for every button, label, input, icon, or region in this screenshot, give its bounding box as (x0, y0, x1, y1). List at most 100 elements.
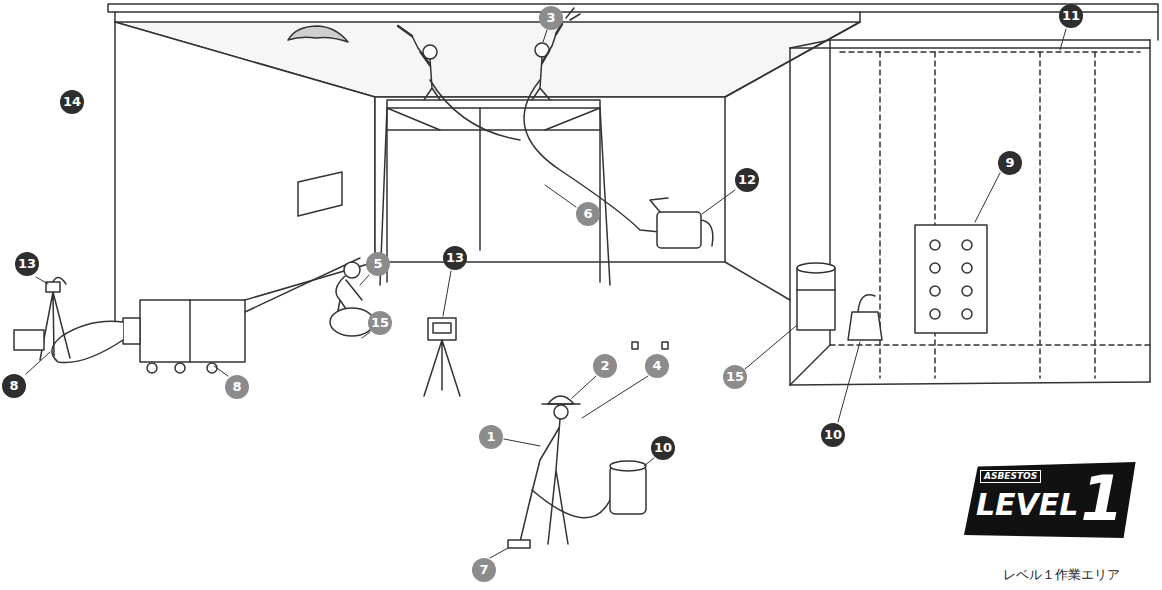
badge-small-text: ASBESTOS (980, 470, 1041, 483)
enclosure (962, 286, 972, 296)
vacuum-worker (532, 490, 610, 518)
leader-lines (582, 376, 648, 418)
hepa-vacuum-machine (650, 198, 713, 248)
leader-lines (543, 30, 547, 42)
callout-number: 6 (576, 202, 600, 226)
area-caption: レベル１作業エリア (1003, 566, 1120, 584)
leader-lines (545, 185, 576, 207)
leader-lines (362, 332, 370, 338)
enclosure (1039, 52, 1041, 378)
enclosure (962, 309, 972, 319)
enclosure (830, 39, 1150, 41)
vacuum-worker (530, 428, 559, 500)
leader-lines (572, 376, 596, 398)
enclosure (790, 40, 830, 48)
callout-number: 8 (225, 375, 249, 399)
air-machine (123, 318, 140, 344)
enclosure (830, 344, 1150, 346)
callout-number: 15 (368, 311, 392, 335)
room (375, 97, 725, 262)
room (725, 22, 860, 97)
ceiling-workers (430, 80, 520, 140)
enclosure (930, 263, 940, 273)
badge-text: 1 (1080, 468, 1123, 530)
enclosure (930, 240, 940, 250)
enclosure (797, 289, 835, 291)
room (108, 4, 1158, 338)
enclosure (790, 40, 1150, 385)
vacuum-worker (508, 396, 646, 548)
floor-marks (662, 342, 668, 349)
leader-lines (838, 342, 860, 422)
ceiling-workers (412, 36, 430, 66)
enclosure (790, 382, 1150, 385)
air-machine (140, 300, 245, 362)
callout-number: 13 (15, 252, 39, 276)
ceiling-workers (532, 57, 550, 100)
air-machine (189, 300, 191, 362)
vacuum-worker (610, 461, 646, 471)
air-machine (175, 363, 185, 373)
room (115, 22, 375, 338)
scaffold (387, 108, 440, 130)
leader-lines (26, 352, 50, 374)
room (725, 262, 790, 300)
scaffold (387, 100, 600, 108)
badge-shape (964, 462, 1136, 538)
callout-number: 15 (723, 365, 747, 389)
hepa-vacuum-machine (701, 220, 713, 246)
ceiling-workers (566, 8, 580, 20)
floor-marks (632, 342, 668, 349)
leader-lines (975, 173, 1000, 222)
callout-number: 12 (735, 168, 759, 192)
callout-number: 3 (539, 6, 563, 30)
leader-lines (1060, 29, 1066, 50)
scaffold (380, 100, 610, 285)
callout-number: 4 (645, 354, 669, 378)
callout-number: 8 (2, 374, 26, 398)
callout-number: 2 (593, 354, 617, 378)
enclosure (858, 295, 875, 312)
room (114, 12, 116, 22)
enclosure (1149, 40, 1151, 382)
vacuum-worker (610, 466, 646, 514)
enclosure (790, 345, 830, 385)
monitors (433, 323, 451, 333)
room (298, 172, 342, 216)
enclosure (962, 240, 972, 250)
enclosure (930, 309, 940, 319)
leader-lines (745, 326, 796, 369)
monitors (428, 318, 456, 340)
enclosure (848, 312, 882, 340)
enclosure (790, 47, 1150, 49)
scaffold (600, 108, 610, 285)
ceiling-workers (524, 80, 660, 232)
vacuum-worker (548, 396, 574, 404)
callout-number: 11 (1059, 4, 1083, 28)
room (859, 12, 861, 22)
leader-lines (504, 439, 540, 446)
leader-lines (443, 271, 451, 316)
enclosure (797, 268, 835, 330)
enclosure (797, 263, 835, 273)
room (108, 4, 1158, 12)
callout-number: 10 (651, 436, 675, 460)
room (1157, 12, 1159, 40)
enclosure (962, 263, 972, 273)
floor-marks (632, 342, 638, 349)
ceiling-workers (398, 8, 660, 232)
callout-number: 1 (479, 425, 503, 449)
air-machine (52, 258, 360, 373)
monitors (424, 340, 460, 396)
ceiling-workers (424, 59, 440, 100)
bagging-worker (344, 262, 360, 278)
callout-number: 13 (443, 246, 467, 270)
callout-number: 10 (821, 423, 845, 447)
monitors (14, 330, 44, 350)
leader-lines (490, 548, 508, 558)
vacuum-worker (508, 540, 530, 548)
leader-lines (214, 366, 228, 376)
enclosure (1094, 52, 1096, 378)
scaffold (545, 108, 600, 130)
